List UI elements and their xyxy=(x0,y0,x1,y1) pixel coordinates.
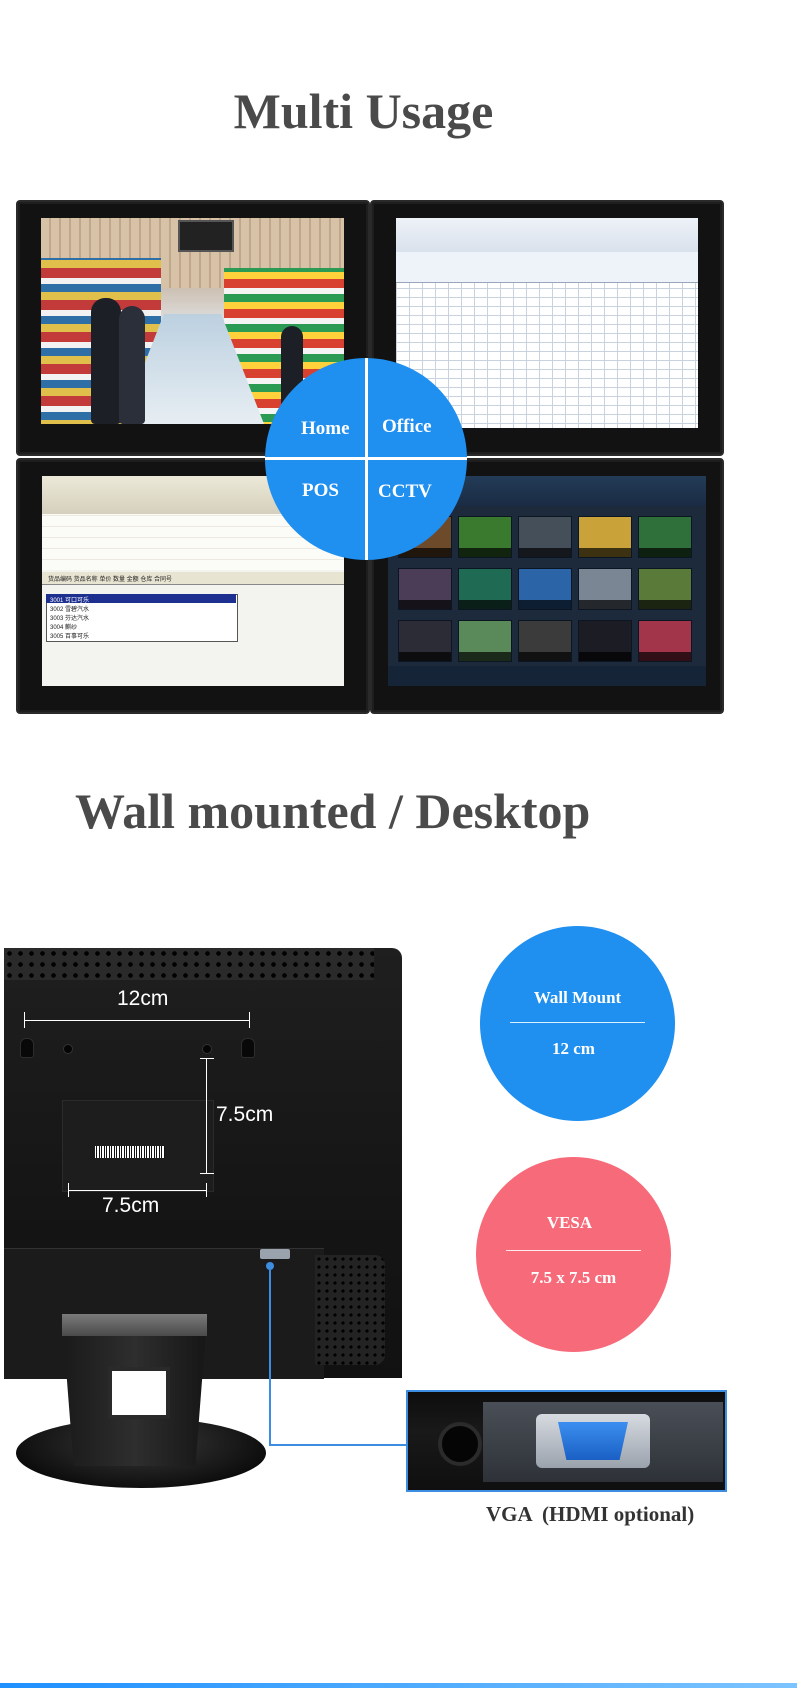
vesa-screw-hole xyxy=(202,1044,212,1054)
vesa-screw-hole xyxy=(63,1044,73,1054)
speaker-grille xyxy=(315,1255,385,1365)
cctv-screen xyxy=(388,476,706,686)
mount-hook xyxy=(241,1038,255,1058)
wall-mount-value: 12 cm xyxy=(552,1039,595,1058)
connector-dot xyxy=(266,1262,274,1270)
pos-row: 3002 雪碧汽水 xyxy=(50,607,90,613)
vesa-circle: VESA 7.5 x 7.5 cm xyxy=(476,1157,671,1352)
stand-hinge xyxy=(62,1314,207,1336)
pos-row: 3003 芬达汽水 xyxy=(50,616,90,622)
vent-grille xyxy=(4,948,374,980)
measure-vertical: 7.5cm xyxy=(216,1103,274,1126)
measure-horizontal: 7.5cm xyxy=(102,1194,160,1217)
vga-closeup xyxy=(406,1390,727,1492)
vga-port-back xyxy=(260,1249,290,1259)
mount-hook xyxy=(20,1038,34,1058)
monitor-cctv xyxy=(370,458,724,714)
measure-12cm: 12cm xyxy=(117,987,169,1010)
home-screen xyxy=(41,218,344,424)
wall-desktop-title: Wall mounted / Desktop xyxy=(75,783,591,839)
vesa-value: 7.5 x 7.5 cm xyxy=(530,1268,617,1287)
vga-connector xyxy=(558,1422,628,1460)
office-screen xyxy=(396,218,698,428)
bottom-divider xyxy=(0,1683,797,1688)
pos-row: 3004 麒纱 xyxy=(50,625,78,631)
label-home: Home xyxy=(301,418,350,439)
usage-circle: Home Office POS CCTV xyxy=(265,358,467,560)
pos-table-header: 货品编码 货品名称 单价 数量 金额 仓库 合同号 xyxy=(48,577,173,583)
label-office: Office xyxy=(382,416,432,437)
pos-row: 3005 百事可乐 xyxy=(50,634,90,640)
vesa-title: VESA xyxy=(546,1213,593,1232)
stand-cutout xyxy=(108,1367,170,1419)
wall-mount-circle: Wall Mount 12 cm xyxy=(480,926,675,1121)
vga-caption: VGA (HDMI optional) xyxy=(486,1502,695,1526)
monitor-home xyxy=(16,200,370,456)
wall-mount-title: Wall Mount xyxy=(533,988,622,1007)
label-cctv: CCTV xyxy=(378,481,432,502)
multi-usage-title: Multi Usage xyxy=(233,83,494,139)
pos-row: 3001 可口可乐 xyxy=(50,598,90,604)
barcode xyxy=(95,1146,165,1158)
dc-power-jack xyxy=(438,1422,482,1466)
label-pos: POS xyxy=(302,480,339,501)
